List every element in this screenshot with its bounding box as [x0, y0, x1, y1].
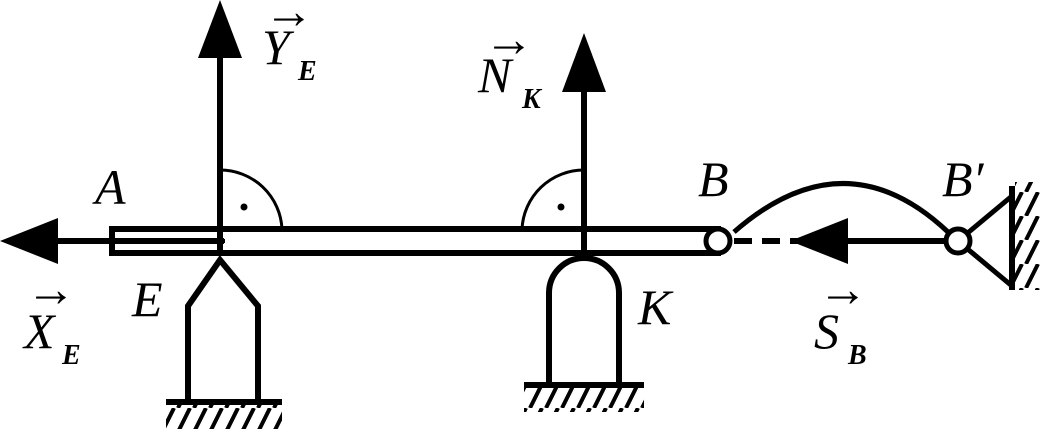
right-angle-arc-k: [520, 168, 585, 230]
vector-arrow-sb: →: [818, 261, 868, 317]
label-xe: → X E: [22, 261, 81, 371]
vector-arrow-ye: →: [264, 0, 314, 39]
force-xe-arrowhead: [0, 218, 58, 264]
label-ye: → Y E: [262, 0, 317, 87]
support-e-knife: [185, 255, 261, 400]
label-nk-sub: K: [521, 84, 543, 115]
hinge-b: [703, 226, 733, 256]
cable-arc: [732, 181, 950, 234]
vector-arrow-nk: →: [484, 11, 534, 67]
label-sb: → S B: [814, 261, 868, 371]
label-ye-main: Y: [262, 19, 295, 75]
label-b-prime: B′: [942, 151, 985, 207]
force-nk-arrowhead: [562, 33, 606, 92]
support-k-roller: [546, 255, 622, 384]
right-angle-dot-e: [240, 203, 248, 211]
label-a: A: [92, 159, 126, 215]
label-e: E: [131, 271, 163, 327]
label-xe-sub: E: [61, 340, 81, 371]
support-k-ground-hatch: [524, 388, 644, 412]
label-sb-main: S: [814, 303, 839, 359]
support-e-ground-hatch: [166, 405, 282, 429]
right-angle-arc-e: [219, 168, 284, 230]
label-ye-sub: E: [297, 56, 317, 87]
label-nk: → N K: [477, 11, 543, 115]
label-sb-sub: B: [847, 340, 867, 371]
label-xe-main: X: [22, 303, 57, 359]
label-b: B: [698, 151, 729, 207]
force-sb-arrowhead: [790, 218, 848, 264]
label-nk-main: N: [477, 47, 514, 103]
wall-hatch: [1015, 182, 1040, 290]
right-angle-dot-k: [557, 203, 565, 211]
vector-arrow-xe: →: [26, 261, 76, 317]
hinge-b-prime: [943, 226, 973, 256]
label-k: K: [637, 279, 674, 335]
force-ye-arrowhead: [198, 0, 242, 58]
